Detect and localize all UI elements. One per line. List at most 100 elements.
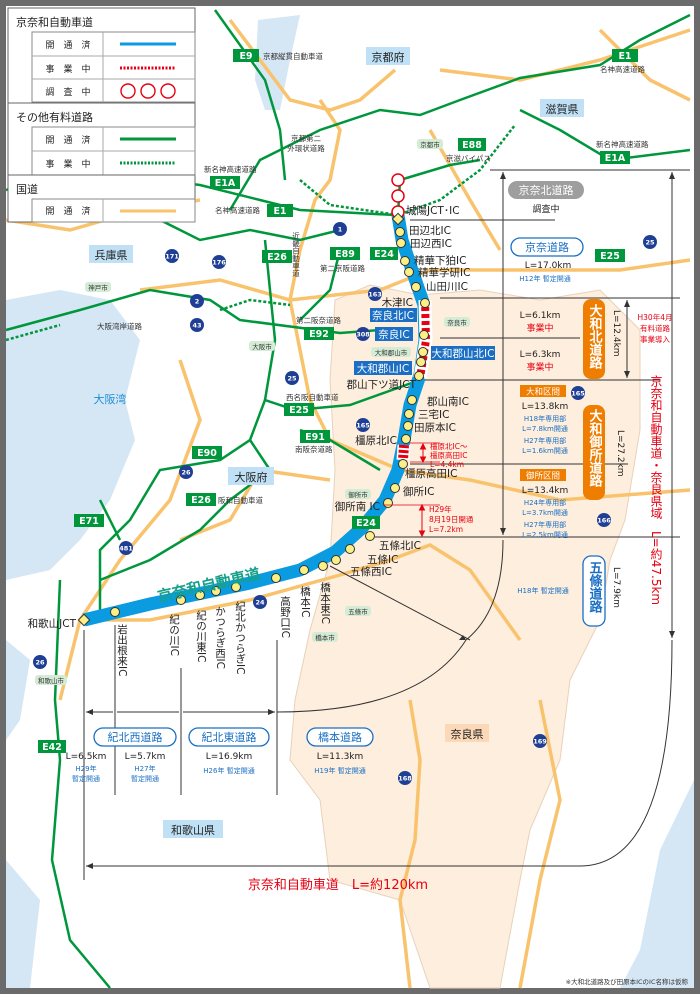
svg-text:E1: E1 <box>273 206 286 217</box>
svg-text:E25: E25 <box>600 251 620 262</box>
svg-text:京都第二: 京都第二 <box>291 133 321 143</box>
svg-text:H27年専用部: H27年専用部 <box>524 436 566 445</box>
svg-text:L=1.6km開通: L=1.6km開通 <box>522 446 568 455</box>
section-yamato-kita: L=6.1km 事業中 L=6.3km 事業中 大和北道路 L=12.4km H… <box>520 299 672 379</box>
ic-seika-shimokoma: 精華下狛IC <box>414 254 466 267</box>
section-yamato-gose: 大和区間 L=13.8km H18年専用部 L=7.8km開通 H27年専用部 … <box>429 385 625 539</box>
ic-seika-gakken: 精華学研IC <box>418 266 470 279</box>
svg-text:E1: E1 <box>618 51 631 62</box>
svg-text:165: 165 <box>356 422 370 430</box>
svg-text:橿原高田IC: 橿原高田IC <box>430 450 467 460</box>
badge-e71: E71 <box>74 514 104 527</box>
route-shield-43: 43 <box>190 318 204 332</box>
route-shield-169: 169 <box>533 734 547 748</box>
legend-row-label: 開 通 済 <box>45 205 90 217</box>
legend-toll-title: その他有料道路 <box>16 110 93 124</box>
svg-text:E91: E91 <box>305 432 325 443</box>
svg-text:橋本道路: 橋本道路 <box>318 730 362 744</box>
svg-text:E26: E26 <box>267 252 287 263</box>
ic-miyake: 三宅IC <box>418 408 449 421</box>
svg-text:L=6.3km: L=6.3km <box>520 350 561 360</box>
badge-e26: E26 <box>186 493 216 506</box>
route-shield-26: 26 <box>179 465 193 479</box>
route-shield-165: 165 <box>571 386 585 400</box>
prefecture-shiga: 滋賀県 <box>546 103 579 116</box>
badge-e26: E26 <box>262 250 292 263</box>
ic-tanabe-west: 田辺西IC <box>410 238 452 250</box>
svg-text:H29年: H29年 <box>75 764 96 773</box>
expressway-badges: E9 E1 E88 E1A E1A E1 E26 E89 E24 E25 E92… <box>38 49 638 753</box>
ic-katsuragi-west: かつらぎ西IC <box>214 606 226 669</box>
ic-joyo: 城陽JCT･IC <box>406 205 460 217</box>
svg-text:L=4.4km: L=4.4km <box>430 460 464 469</box>
svg-text:2: 2 <box>195 298 200 306</box>
svg-text:E26: E26 <box>191 495 211 506</box>
badge-e9: E9 <box>233 49 259 62</box>
ic-gojo: 五條IC <box>367 553 398 566</box>
svg-text:168: 168 <box>398 775 412 783</box>
svg-text:E1A: E1A <box>605 153 626 164</box>
legend-survey-circles <box>120 83 176 99</box>
legend-row-label: 事 業 中 <box>45 63 90 75</box>
svg-text:L=2.5km開通: L=2.5km開通 <box>522 530 568 539</box>
route-shield-26: 26 <box>33 655 47 669</box>
svg-text:事業導入: 事業導入 <box>640 334 670 344</box>
svg-text:L=6.1km: L=6.1km <box>520 311 561 321</box>
svg-text:第二阪奈道路: 第二阪奈道路 <box>296 315 341 325</box>
svg-text:169: 169 <box>533 738 547 746</box>
svg-text:外環状道路: 外環状道路 <box>287 143 325 153</box>
svg-text:165: 165 <box>571 390 585 398</box>
legend-keinawa-title: 京奈和自動車道 <box>16 15 93 29</box>
prefecture-nara: 奈良県 <box>451 727 484 741</box>
road-name-labels: 京都縦貫自動車道 名神高速道路 京都第二 外環状道路 京滋バイパス 新名神高速道… <box>97 51 649 505</box>
svg-text:481: 481 <box>119 545 133 553</box>
svg-text:阪和自動車道: 阪和自動車道 <box>218 495 263 505</box>
prefecture-hyogo: 兵庫県 <box>95 248 128 262</box>
nara-section-total: 京奈和自動車道・奈良県域 L=約47.5km <box>649 375 663 606</box>
svg-text:第二京阪道路: 第二京阪道路 <box>320 263 365 273</box>
svg-text:176: 176 <box>212 259 226 267</box>
svg-text:L=11.3km: L=11.3km <box>317 752 364 762</box>
svg-text:H26年 暫定開通: H26年 暫定開通 <box>203 766 254 775</box>
svg-text:166: 166 <box>597 517 611 525</box>
svg-text:E89: E89 <box>335 249 355 260</box>
ic-yamadagawa: 山田川IC <box>426 281 468 293</box>
svg-text:橋本市: 橋本市 <box>315 633 335 642</box>
svg-text:43: 43 <box>192 322 201 330</box>
svg-text:L=16.9km: L=16.9km <box>206 752 253 762</box>
svg-text:京奈北道路: 京奈北道路 <box>519 183 574 197</box>
ic-markers <box>77 212 430 627</box>
svg-text:E24: E24 <box>374 249 394 260</box>
jct-koriyama-shimotsumichi: 郡山下ツ道JCT <box>347 378 417 391</box>
svg-text:24: 24 <box>255 599 265 607</box>
legend-national-title: 国道 <box>16 182 38 196</box>
svg-text:L=7.8km開通: L=7.8km開通 <box>522 424 568 433</box>
ic-kihoku-katsuragi: 紀北かつらぎIC <box>234 600 246 674</box>
route-shield-308: 308 <box>356 327 370 341</box>
prefecture-osaka: 大阪府 <box>235 470 268 484</box>
svg-text:E24: E24 <box>356 518 376 529</box>
svg-text:L=7.2km: L=7.2km <box>429 525 463 534</box>
svg-text:E9: E9 <box>239 51 252 62</box>
svg-text:26: 26 <box>35 659 45 667</box>
svg-text:H18年 暫定開通: H18年 暫定開通 <box>517 586 568 595</box>
svg-text:御所市: 御所市 <box>348 490 368 499</box>
dimension-arrowheads <box>86 172 675 869</box>
svg-text:五條市: 五條市 <box>348 607 368 616</box>
svg-text:京都縦貫自動車道: 京都縦貫自動車道 <box>263 51 323 61</box>
ic-tawaramoto: 田原本IC <box>414 421 456 434</box>
svg-text:事業中: 事業中 <box>526 322 553 334</box>
svg-text:京都市: 京都市 <box>420 140 440 149</box>
section-keina: 京奈道路 L=17.0km H12年 暫定開通 <box>510 237 584 283</box>
svg-text:E92: E92 <box>309 329 329 340</box>
section-hashimoto: 橋本道路 L=11.3km H19年 暫定開通 <box>306 727 374 775</box>
svg-text:大和北道路: 大和北道路 <box>587 303 603 369</box>
svg-text:有料道路: 有料道路 <box>640 323 670 333</box>
badge-e91: E91 <box>300 430 330 443</box>
svg-text:名神高速道路: 名神高速道路 <box>600 64 645 74</box>
svg-text:御所区間: 御所区間 <box>526 471 560 482</box>
svg-text:大阪湾岸道路: 大阪湾岸道路 <box>97 321 142 331</box>
svg-text:紀北東道路: 紀北東道路 <box>202 730 257 744</box>
route-shield-171: 171 <box>165 249 179 263</box>
svg-text:E42: E42 <box>42 742 62 753</box>
